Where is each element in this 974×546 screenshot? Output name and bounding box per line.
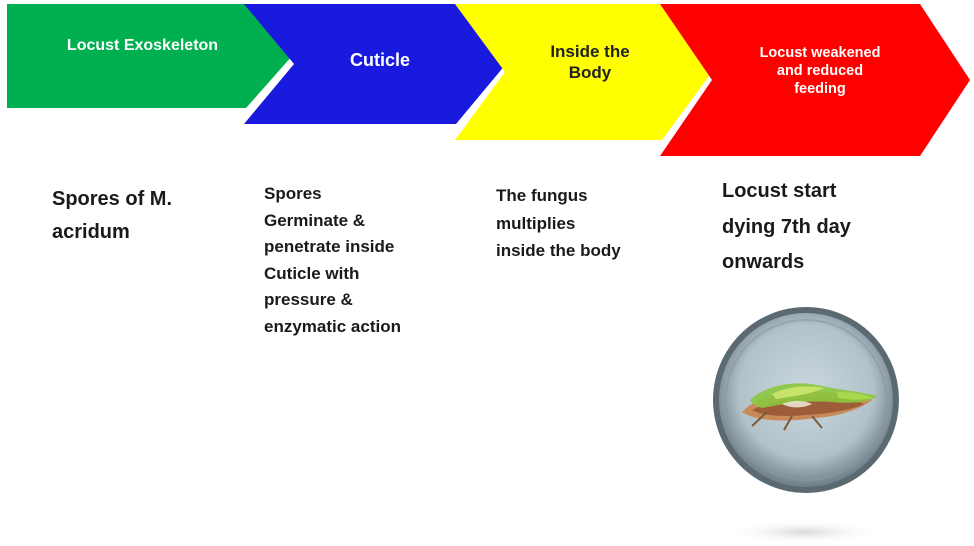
petri-dish-with-dead-locust-icon	[712, 300, 902, 546]
stage-2-label: Cuticle	[305, 32, 455, 88]
stage-4-label: Locust weakened and reduced feeding	[720, 26, 920, 116]
step-4-description: Locust start dying 7th day onwards	[722, 174, 851, 281]
step-2-description: Spores Germinate & penetrate inside Cuti…	[264, 181, 401, 340]
step-1-description: Spores of M. acridum	[52, 183, 172, 249]
stage-3-label: Inside the Body	[515, 30, 665, 94]
stage-1-label: Locust Exoskeleton	[20, 18, 265, 74]
step-3-description: The fungus multiplies inside the body	[496, 182, 621, 265]
